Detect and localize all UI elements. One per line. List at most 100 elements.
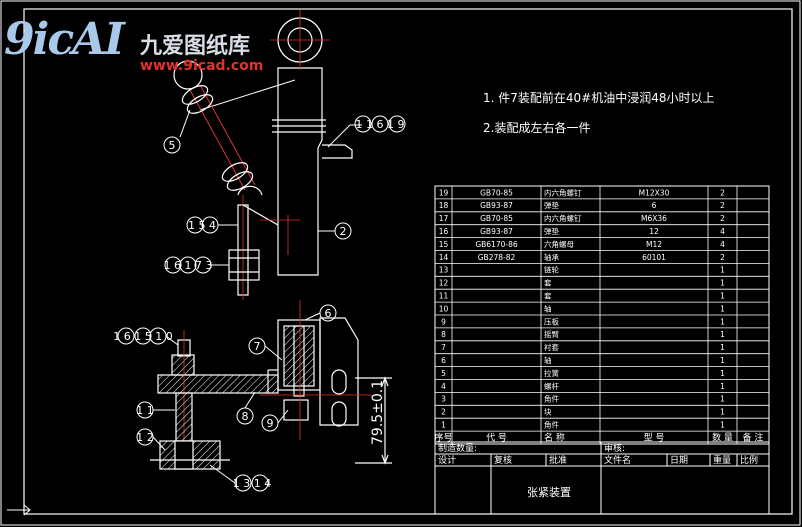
bom-cell-qty: 2 xyxy=(720,188,725,197)
callout-16-17-3: 1 6 1 7 3 xyxy=(164,259,213,272)
bom-cell-code: GB6170-86 xyxy=(475,240,518,249)
callout-9: 9 xyxy=(267,417,274,430)
bom-cell-no: 6 xyxy=(441,356,446,365)
callout-13-14: 1 3 1 4 xyxy=(233,477,271,490)
bom-cell-code: GB93-87 xyxy=(480,201,513,210)
bom-cell-name: 块 xyxy=(544,407,552,417)
bom-header-no: 序号 xyxy=(434,431,452,443)
bom-cell-name: 衬套 xyxy=(544,342,559,352)
watermark-brand: 9icAI xyxy=(4,14,125,65)
callout-labels: 1 1 6 1 9 5 1 5 4 1 6 1 7 3 2 1 6 1 5 1 … xyxy=(113,118,404,490)
callout-2: 2 xyxy=(340,225,347,238)
bom-cell-no: 12 xyxy=(439,279,449,288)
bom-cell-no: 14 xyxy=(439,253,449,262)
bom-cell-qty: 2 xyxy=(720,201,725,210)
bom-cell-code: GB93-87 xyxy=(480,227,513,236)
bom-cell-no: 15 xyxy=(439,240,449,249)
bom-cell-code: GB70-85 xyxy=(480,188,513,197)
bom-header-qty: 数 量 xyxy=(712,431,733,443)
bom-cell-qty: 4 xyxy=(720,240,725,249)
bom-cell-qty: 4 xyxy=(720,227,725,236)
bom-cell-qty: 2 xyxy=(720,214,725,223)
bom-header-spec: 型 号 xyxy=(644,432,665,443)
bom-cell-name: 套 xyxy=(544,290,552,300)
lower-assembly xyxy=(150,300,392,470)
bom-cell-spec: 12 xyxy=(649,227,659,236)
bom-cell-qty: 1 xyxy=(720,343,725,352)
bom-cell-no: 9 xyxy=(441,317,446,326)
bom-cell-qty: 1 xyxy=(720,317,725,326)
callout-11: 1 1 xyxy=(136,404,154,417)
bom-header-name: 名 称 xyxy=(544,431,565,443)
tb-fuhe: 复核 xyxy=(494,454,512,466)
tb-sheji: 设计 xyxy=(438,454,456,466)
bom-cell-name: 弹垫 xyxy=(544,226,559,236)
bom-cell-qty: 1 xyxy=(720,395,725,404)
bom-cell-qty: 1 xyxy=(720,382,725,391)
bom-cell-no: 11 xyxy=(439,291,449,300)
bom-cell-no: 17 xyxy=(439,214,449,223)
bom-cell-no: 16 xyxy=(439,227,449,236)
bom-header-code: 代 号 xyxy=(486,432,507,443)
bom-cell-spec: 60101 xyxy=(642,253,666,262)
bom-cell-no: 10 xyxy=(439,304,449,313)
bom-cell-name: 套 xyxy=(544,278,552,288)
note-2: 2.装配成左右各一件 xyxy=(483,121,591,135)
callout-1-16-19: 1 1 6 1 9 xyxy=(356,118,405,131)
bom-cell-name: 轴 xyxy=(544,355,552,365)
bom-header-remark: 备 注 xyxy=(743,431,764,443)
watermark-logo: 9icAI 九爱图纸库 www.9icad.com xyxy=(0,8,300,78)
bom-cell-name: 螺杆 xyxy=(544,381,559,391)
bom-cell-no: 18 xyxy=(439,201,449,210)
bom-cell-name: 摇臂 xyxy=(544,329,559,339)
tb-riqi: 日期 xyxy=(670,455,688,466)
callouts xyxy=(117,109,406,492)
bom-cell-name: 拉簧 xyxy=(544,368,559,378)
bom-cell-qty: 1 xyxy=(720,330,725,339)
bom-cell-name: 六角螺母 xyxy=(544,239,574,249)
upper-assembly xyxy=(173,10,353,300)
bom-cell-spec: M12 xyxy=(646,240,662,249)
callout-16-15-10: 1 6 1 5 1 0 xyxy=(113,330,172,343)
bom-cell-code: GB70-85 xyxy=(480,214,513,223)
dimension-text: 79.5±0.1 xyxy=(370,380,386,445)
bom-cell-name: 内六角螺钉 xyxy=(544,187,582,197)
bom-cell-spec: M6X36 xyxy=(641,214,667,223)
bom-cell-name: 内六角螺钉 xyxy=(544,213,582,223)
title-block xyxy=(434,441,770,515)
callout-12: 1 2 xyxy=(136,431,154,444)
bom-cell-qty: 1 xyxy=(720,408,725,417)
callout-5: 5 xyxy=(169,139,176,152)
tb-zhongliang: 重量 xyxy=(713,454,731,466)
bom-cell-no: 1 xyxy=(441,420,446,429)
bom-cell-no: 19 xyxy=(439,188,449,197)
callout-8: 8 xyxy=(242,410,249,423)
bom-cell-spec: 6 xyxy=(652,201,657,210)
bom-cell-no: 3 xyxy=(441,395,446,404)
bom-cell-qty: 1 xyxy=(720,356,725,365)
bom-cell-name: 轴 xyxy=(544,303,552,313)
callout-6: 6 xyxy=(325,307,332,320)
bom-cell-qty: 1 xyxy=(720,279,725,288)
inner-frame xyxy=(23,8,793,515)
bom-cell-qty: 1 xyxy=(720,291,725,300)
bom-cell-no: 2 xyxy=(441,408,446,417)
bom-cell-qty: 1 xyxy=(720,266,725,275)
bom-cell-qty: 1 xyxy=(720,304,725,313)
tb-wenjianming: 文件名 xyxy=(604,454,631,466)
callout-7: 7 xyxy=(254,340,261,353)
watermark-name: 九爱图纸库 xyxy=(140,34,251,59)
ucs-icon xyxy=(7,504,31,516)
bom-cell-name: 压板 xyxy=(544,316,559,326)
bom-cell-no: 8 xyxy=(441,330,446,339)
bom-cell-no: 5 xyxy=(441,369,446,378)
tb-bili: 比例 xyxy=(740,454,758,466)
tb-title: 张紧装置 xyxy=(527,486,571,499)
bom-cell-no: 13 xyxy=(439,266,449,275)
bom-cell-name: 角件 xyxy=(544,419,559,429)
bom-cell-name: 轴承 xyxy=(544,252,559,262)
bom-cell-qty: 1 xyxy=(720,420,725,429)
